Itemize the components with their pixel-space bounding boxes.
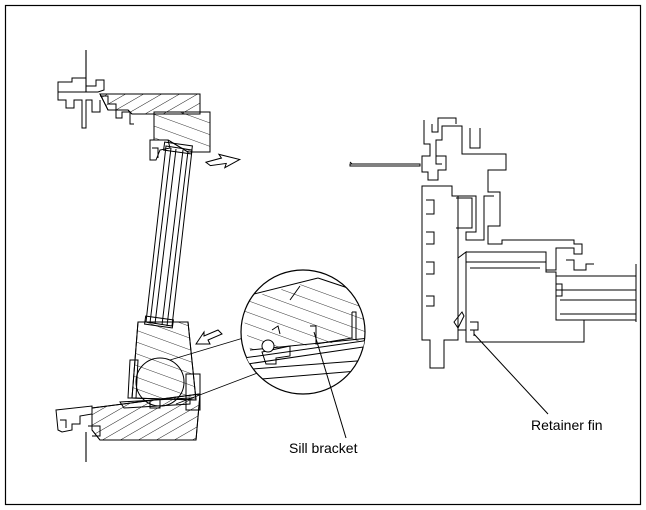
- drawing-border: [4, 4, 642, 506]
- retainer-fin-label: Retainer fin: [531, 417, 603, 433]
- window-section-right: [349, 117, 637, 369]
- retainer-fin-leader: [473, 333, 549, 415]
- arrow-sill-pointer: [195, 329, 223, 345]
- sill-bracket-leader: [313, 331, 347, 439]
- sill-bracket-label: Sill bracket: [289, 440, 358, 456]
- arrow-head-pointer: [204, 153, 242, 169]
- head-sash-block: [153, 111, 211, 153]
- window-section-left: [55, 50, 242, 462]
- sill-bracket-detail: [240, 269, 366, 395]
- head-header-wood: [99, 93, 201, 115]
